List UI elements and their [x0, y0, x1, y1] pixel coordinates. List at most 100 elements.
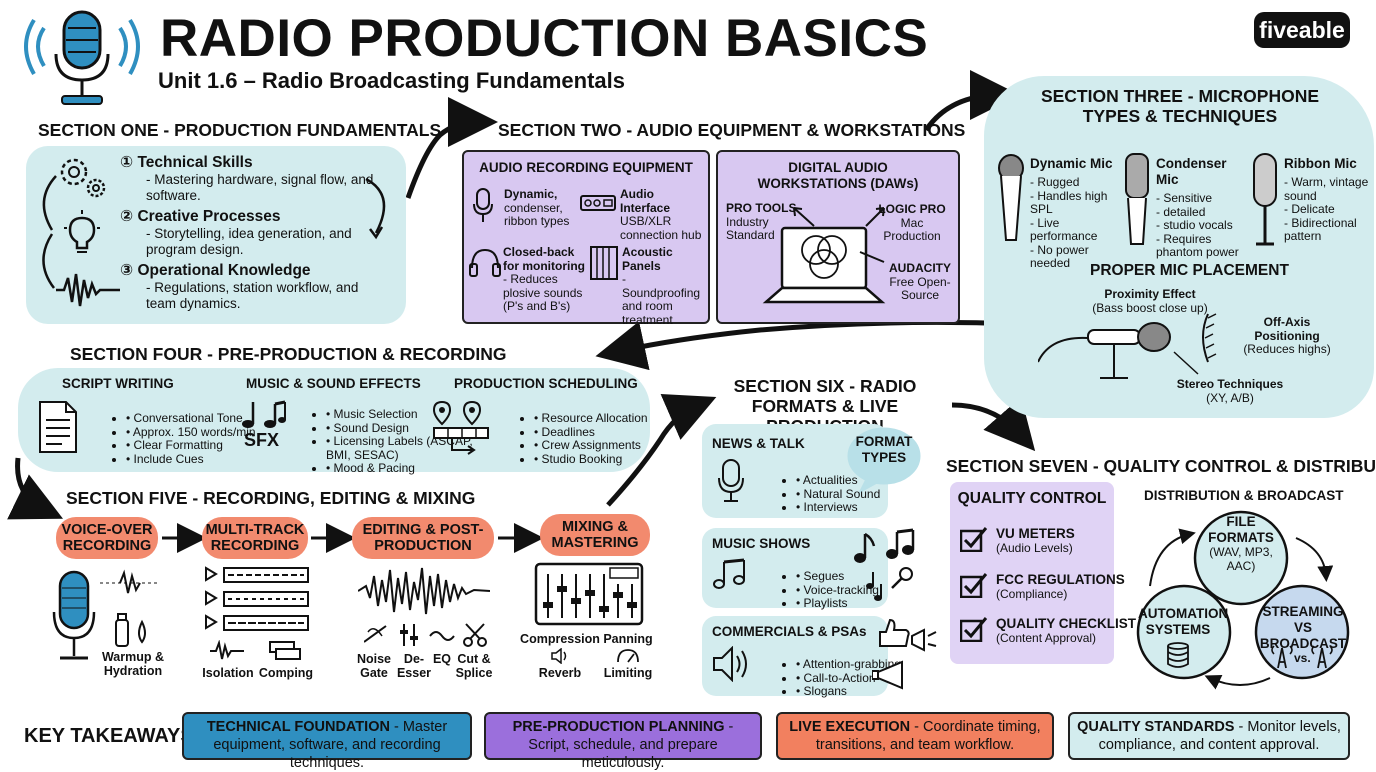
- proximity-effect: Proximity Effect (Bass boost close up): [1090, 287, 1210, 315]
- format-types-text: FORMAT TYPES: [855, 434, 913, 465]
- script-point: Clear Formatting: [126, 438, 276, 453]
- s1-item-2-num: ②: [120, 208, 134, 225]
- stereo-note: (XY, A/B): [1206, 390, 1254, 405]
- script-point: Conversational Tone: [126, 411, 276, 426]
- qc-checklist: QUALITY CHECKLIST(Content Approval): [959, 616, 1137, 647]
- step-mixing: MIXING & MASTERING: [540, 514, 650, 556]
- music-shows-title: MUSIC SHOWS: [712, 536, 811, 551]
- rec-item-interface-title: Audio Interface: [620, 187, 671, 215]
- daw-title: DIGITAL AUDIO WORKSTATIONS (DAWs): [757, 160, 919, 191]
- music-shows-list: Segues Voice-tracking Playlists: [756, 569, 896, 611]
- qc-checklist-title: QUALITY CHECKLIST: [996, 616, 1137, 631]
- rec-item-interface-body: USB/XLR connection hub: [620, 214, 702, 242]
- off-axis: Off-Axis Positioning (Reduces highs): [1232, 315, 1342, 357]
- waveform-icon: [56, 272, 120, 313]
- gears-icon: [52, 152, 112, 207]
- cycle-arrow-right: [365, 177, 386, 240]
- takeaway-live-title: LIVE EXECUTION: [789, 719, 911, 735]
- music-point: Sound Design: [326, 421, 474, 436]
- streaming-vs-broadcast-title: STREAMING VS BROADCAST: [1259, 604, 1347, 651]
- s1-item-2-title: Creative Processes: [137, 208, 281, 225]
- eq-label: EQ: [432, 652, 452, 666]
- daw-audacity-title: AUDACITY: [889, 261, 951, 275]
- music-note-icon: [712, 558, 748, 595]
- s1-item-1: ① Technical Skills - Mastering hardware,…: [120, 154, 390, 204]
- takeaway-live-body: - Coordinate timing, transitions, and te…: [815, 719, 1041, 753]
- script-document-icon: [38, 400, 78, 459]
- qc-fcc-title: FCC REGULATIONS: [996, 572, 1125, 587]
- speaker-small-icon: [550, 647, 570, 669]
- commercial-point: Slogans: [796, 684, 916, 699]
- s1-item-2: ② Creative Processes - Storytelling, ide…: [120, 208, 390, 258]
- isolation-label: Isolation: [202, 666, 254, 680]
- commercials-list: Attention-grabbing Call-to-Action Slogan…: [756, 657, 916, 699]
- s1-item-3: ③ Operational Knowledge - Regulations, s…: [120, 262, 390, 312]
- page-subtitle: Unit 1.6 – Radio Broadcasting Fundamenta…: [158, 68, 625, 93]
- daw-arrows: [793, 207, 885, 263]
- audio-interface-icon: [580, 192, 616, 219]
- mic-icon: [472, 188, 494, 229]
- takeaway-technical: TECHNICAL FOUNDATION - Master equipment,…: [182, 712, 472, 771]
- mic-ribbon: Ribbon Mic Warm, vintage sound Delicate …: [1284, 156, 1370, 244]
- music-show-point: Playlists: [796, 596, 896, 611]
- mic-dynamic: Dynamic Mic Rugged Handles high SPL Live…: [1030, 156, 1126, 271]
- section-three-heading: SECTION THREE - MICROPHONE TYPES & TECHN…: [1040, 86, 1320, 126]
- multitrack-lanes-icon: [204, 566, 312, 641]
- header-mic-icon: [22, 6, 142, 108]
- condenser-mic-icon: [1122, 152, 1152, 251]
- ribbon-mic-icon: [1250, 152, 1280, 251]
- takeaway-technical-body: - Master equipment, software, and record…: [213, 719, 448, 771]
- isolation-icon: [210, 639, 244, 667]
- takeaway-live: LIVE EXECUTION - Coordinate timing, tran…: [776, 712, 1054, 760]
- commercials-title: COMMERCIALS & PSAs: [712, 624, 867, 639]
- voice-wave-icon: [100, 568, 160, 603]
- noise-gate-label: Noise Gate: [356, 652, 392, 680]
- laptop-icon: [762, 222, 886, 315]
- daw-protools: PRO TOOLS Industry Standard: [726, 201, 798, 243]
- audio-recording-panel: [462, 150, 710, 324]
- gauge-icon: [616, 648, 640, 669]
- daw-logic-body: Mac Production: [883, 215, 941, 243]
- file-formats-title: FILE FORMATS: [1208, 514, 1274, 545]
- water-bottle-icon: [112, 612, 152, 653]
- section-one-heading: SECTION ONE - PRODUCTION FUNDAMENTALS: [38, 120, 442, 140]
- cycle-arrows-left: [42, 175, 57, 289]
- s1-item-1-num: ①: [120, 154, 134, 171]
- brand-logo: fiveable: [1254, 12, 1350, 48]
- off-axis-note: (Reduces highs): [1243, 342, 1331, 356]
- mic-dynamic-title: Dynamic Mic: [1030, 156, 1113, 171]
- mic-dynamic-point: Rugged: [1030, 175, 1126, 190]
- audio-recording-title: AUDIO RECORDING EQUIPMENT: [479, 160, 693, 175]
- music-show-point: Segues: [796, 569, 896, 584]
- step-multi-track: MULTI-TRACK RECORDING: [202, 517, 308, 559]
- mic-dynamic-point: No power needed: [1030, 243, 1126, 271]
- notes-microphone-icon: [852, 528, 916, 609]
- s1-item-2-body: - Storytelling, idea generation, and pro…: [146, 226, 352, 257]
- news-talk-list: Actualities Natural Sound Interviews: [756, 473, 896, 515]
- stereo-techniques: Stereo Techniques (XY, A/B): [1170, 377, 1290, 405]
- schedule-point: Resource Allocation: [534, 411, 684, 426]
- rec-item-interface: Audio Interface USB/XLR connection hub: [620, 187, 704, 242]
- quality-control-panel: [950, 482, 1114, 664]
- mic-dynamic-point: Handles high SPL: [1030, 189, 1126, 217]
- qc-vu-note: (Audio Levels): [996, 541, 1073, 555]
- daw-logic: LOGIC PRO Mac Production: [872, 202, 952, 244]
- panning-label: Panning: [603, 632, 653, 646]
- distribution-title: DISTRIBUTION & BROADCAST: [1144, 488, 1344, 503]
- takeaway-quality-title: QUALITY STANDARDS: [1077, 719, 1235, 735]
- production-scheduling-title: PRODUCTION SCHEDULING: [454, 376, 638, 391]
- schedule-point: Crew Assignments: [534, 438, 684, 453]
- mic-on-stand-icon: [1037, 312, 1238, 387]
- news-talk-title: NEWS & TALK: [712, 436, 805, 451]
- mic-placement-title: PROPER MIC PLACEMENT: [1090, 262, 1289, 279]
- music-point: Music Selection: [326, 407, 474, 422]
- edit-tools-icons: [363, 622, 490, 653]
- music-point: Mood & Pacing: [326, 461, 474, 476]
- rec-item-panels: Acoustic Panels - Soundproofing and room…: [622, 245, 704, 327]
- takeaway-quality-body: - Monitor levels, compliance, and conten…: [1098, 719, 1341, 753]
- mic-condenser-point: Sensitive: [1156, 191, 1250, 206]
- voiceover-mic-icon: [50, 568, 98, 669]
- s1-item-3-num: ③: [120, 262, 134, 279]
- qc-fcc: FCC REGULATIONS(Compliance): [959, 572, 1125, 603]
- sfx-label: SFX: [244, 430, 280, 450]
